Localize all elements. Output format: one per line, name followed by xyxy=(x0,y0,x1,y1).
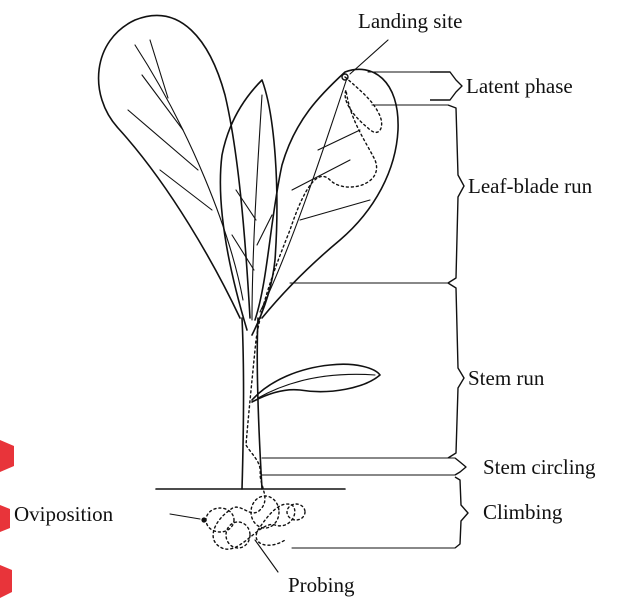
oviposition-dot xyxy=(201,517,206,522)
label-probing: Probing xyxy=(288,573,355,597)
label-stem-circling: Stem circling xyxy=(483,455,596,479)
brace-stem-circling xyxy=(455,458,466,475)
label-latent-phase: Latent phase xyxy=(466,74,573,98)
right-leaf xyxy=(255,69,398,320)
landing-leader xyxy=(350,40,388,74)
label-landing-site: Landing site xyxy=(358,9,462,33)
label-stem-run: Stem run xyxy=(468,366,545,390)
brace-leaf-blade-run xyxy=(448,105,464,283)
oviposition-leader xyxy=(170,514,200,519)
level-lines xyxy=(262,72,455,548)
side-leaf xyxy=(252,364,380,402)
brace-stem-run xyxy=(448,283,464,458)
left-leaf xyxy=(99,15,250,318)
brace-latent-phase xyxy=(430,72,462,100)
edge-mark xyxy=(0,440,14,598)
label-climbing: Climbing xyxy=(483,500,563,524)
brace-climbing xyxy=(455,477,468,548)
label-leaf-blade-run: Leaf-blade run xyxy=(468,174,593,198)
label-oviposition: Oviposition xyxy=(14,502,114,526)
